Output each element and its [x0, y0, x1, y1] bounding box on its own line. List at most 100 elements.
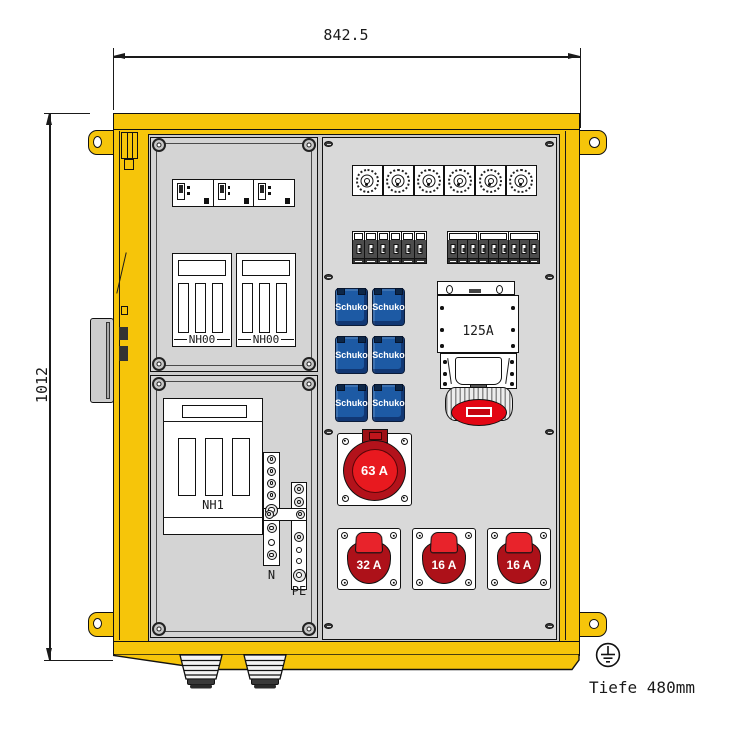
dim-ext-line: [44, 659, 113, 661]
rotary-switch: [413, 165, 445, 196]
cee-63a-label: 63 A: [361, 463, 388, 478]
cee-socket-125a-topplate: [437, 281, 515, 295]
screw-hole-icon: [465, 532, 472, 539]
fuse-slot: [195, 283, 206, 333]
dim-line: [113, 56, 580, 58]
rotary-switch: [352, 165, 383, 196]
screw-hole-icon: [341, 437, 349, 445]
screw-icon: [302, 622, 316, 636]
screw-icon: [302, 357, 316, 371]
fuse-slot: [178, 438, 196, 496]
screw-hole-icon: [400, 437, 408, 445]
mcb-module: [389, 232, 403, 263]
nh1-label: NH1: [202, 498, 224, 512]
screw-icon: [545, 623, 554, 629]
schuko-socket: Schuko: [372, 384, 405, 422]
screw-dot-icon: [443, 382, 447, 386]
nh1-line: [163, 421, 263, 423]
terminal-icon: [296, 547, 302, 553]
screw-icon: [302, 138, 316, 152]
cee-16a-lid: [429, 532, 459, 554]
mcb-module: [402, 232, 415, 263]
screw-icon: [152, 138, 166, 152]
nh1-line: [163, 517, 263, 519]
fuse-slot: [242, 283, 253, 333]
screw-icon: [152, 622, 166, 636]
earth-label: PE: [291, 584, 307, 598]
screw-icon: [324, 141, 333, 147]
lug-hole-icon: [93, 136, 102, 148]
screw-hole-icon: [540, 579, 547, 586]
nh00-top-bar: [242, 260, 290, 276]
mcb-group-triple: [447, 231, 540, 264]
depth-note: Tiefe 480mm: [589, 678, 695, 697]
terminal-icon: [266, 523, 277, 533]
terminal-icon: [294, 484, 304, 494]
lug-hole-icon: [589, 619, 599, 629]
terminal-icon: [264, 509, 274, 519]
screw-dot-icon: [510, 382, 514, 386]
cee-125a-label: 125A: [462, 324, 494, 339]
mcb-module: [377, 232, 390, 263]
screw-hole-icon: [465, 579, 472, 586]
cee-16a-label: 16 A: [431, 558, 457, 572]
fuse-slot: [276, 283, 287, 333]
door-latch: [119, 327, 128, 340]
fuse-slot: [205, 438, 223, 496]
door-edge-line: [119, 131, 121, 640]
screw-hole-icon: [341, 579, 348, 586]
screw-icon: [324, 274, 333, 280]
screw-dot-icon: [440, 306, 444, 310]
terminal-icon: [267, 454, 276, 464]
screw-hole-icon: [390, 579, 397, 586]
panel-inner-line: [156, 143, 312, 366]
nh00-label: NH00: [174, 333, 230, 346]
screw-icon: [302, 377, 316, 391]
terminal-icon: [296, 558, 302, 564]
screw-dot-icon: [443, 372, 447, 376]
screw-dot-icon: [510, 360, 514, 364]
schuko-socket: Schuko: [372, 288, 405, 326]
rotary-switch: [444, 165, 476, 196]
dim-arrow-icon: [568, 53, 580, 60]
dim-ext-line: [579, 48, 581, 128]
mcb-3pole: [448, 232, 479, 263]
aux-switch: [214, 180, 255, 206]
mcb-module: [353, 232, 366, 263]
screw-icon: [324, 429, 333, 435]
rotary-switch-row: [352, 165, 537, 196]
screw-hole-icon: [540, 532, 547, 539]
mounting-lug: [88, 130, 114, 155]
screw-dot-icon: [510, 372, 514, 376]
schuko-socket: Schuko: [372, 336, 405, 374]
screw-hole-icon: [341, 532, 348, 539]
screw-hole-icon: [491, 532, 498, 539]
hinge-block: [121, 132, 138, 159]
dim-arrow-icon: [46, 648, 53, 660]
screw-hole-icon: [390, 532, 397, 539]
screw-dot-icon: [511, 328, 515, 332]
rotary-switch: [382, 165, 414, 196]
aux-switch-strip: [172, 179, 295, 207]
mounting-lug: [579, 612, 607, 637]
screw-icon: [545, 429, 554, 435]
mounting-lug: [88, 612, 114, 637]
nh00-label: NH00: [238, 333, 294, 346]
screw-hole-icon: [491, 579, 498, 586]
mcb-3pole: [509, 232, 539, 263]
terminal-icon: [268, 538, 275, 546]
terminal-icon: [292, 568, 306, 582]
mcb-group-single: [352, 231, 427, 264]
dim-ext-line: [112, 48, 114, 110]
screw-icon: [545, 274, 554, 280]
cee-16a-label: 16 A: [506, 558, 532, 572]
screw-dot-icon: [511, 344, 515, 348]
cee-125a-slot: [466, 407, 492, 417]
screw-hole-icon: [400, 494, 408, 502]
screw-dot-icon: [440, 344, 444, 348]
hinge-block: [124, 159, 134, 170]
dimension-height: 1012: [33, 366, 51, 404]
door-edge-line: [565, 131, 567, 640]
cee-125a-flange-inner: [455, 357, 502, 385]
